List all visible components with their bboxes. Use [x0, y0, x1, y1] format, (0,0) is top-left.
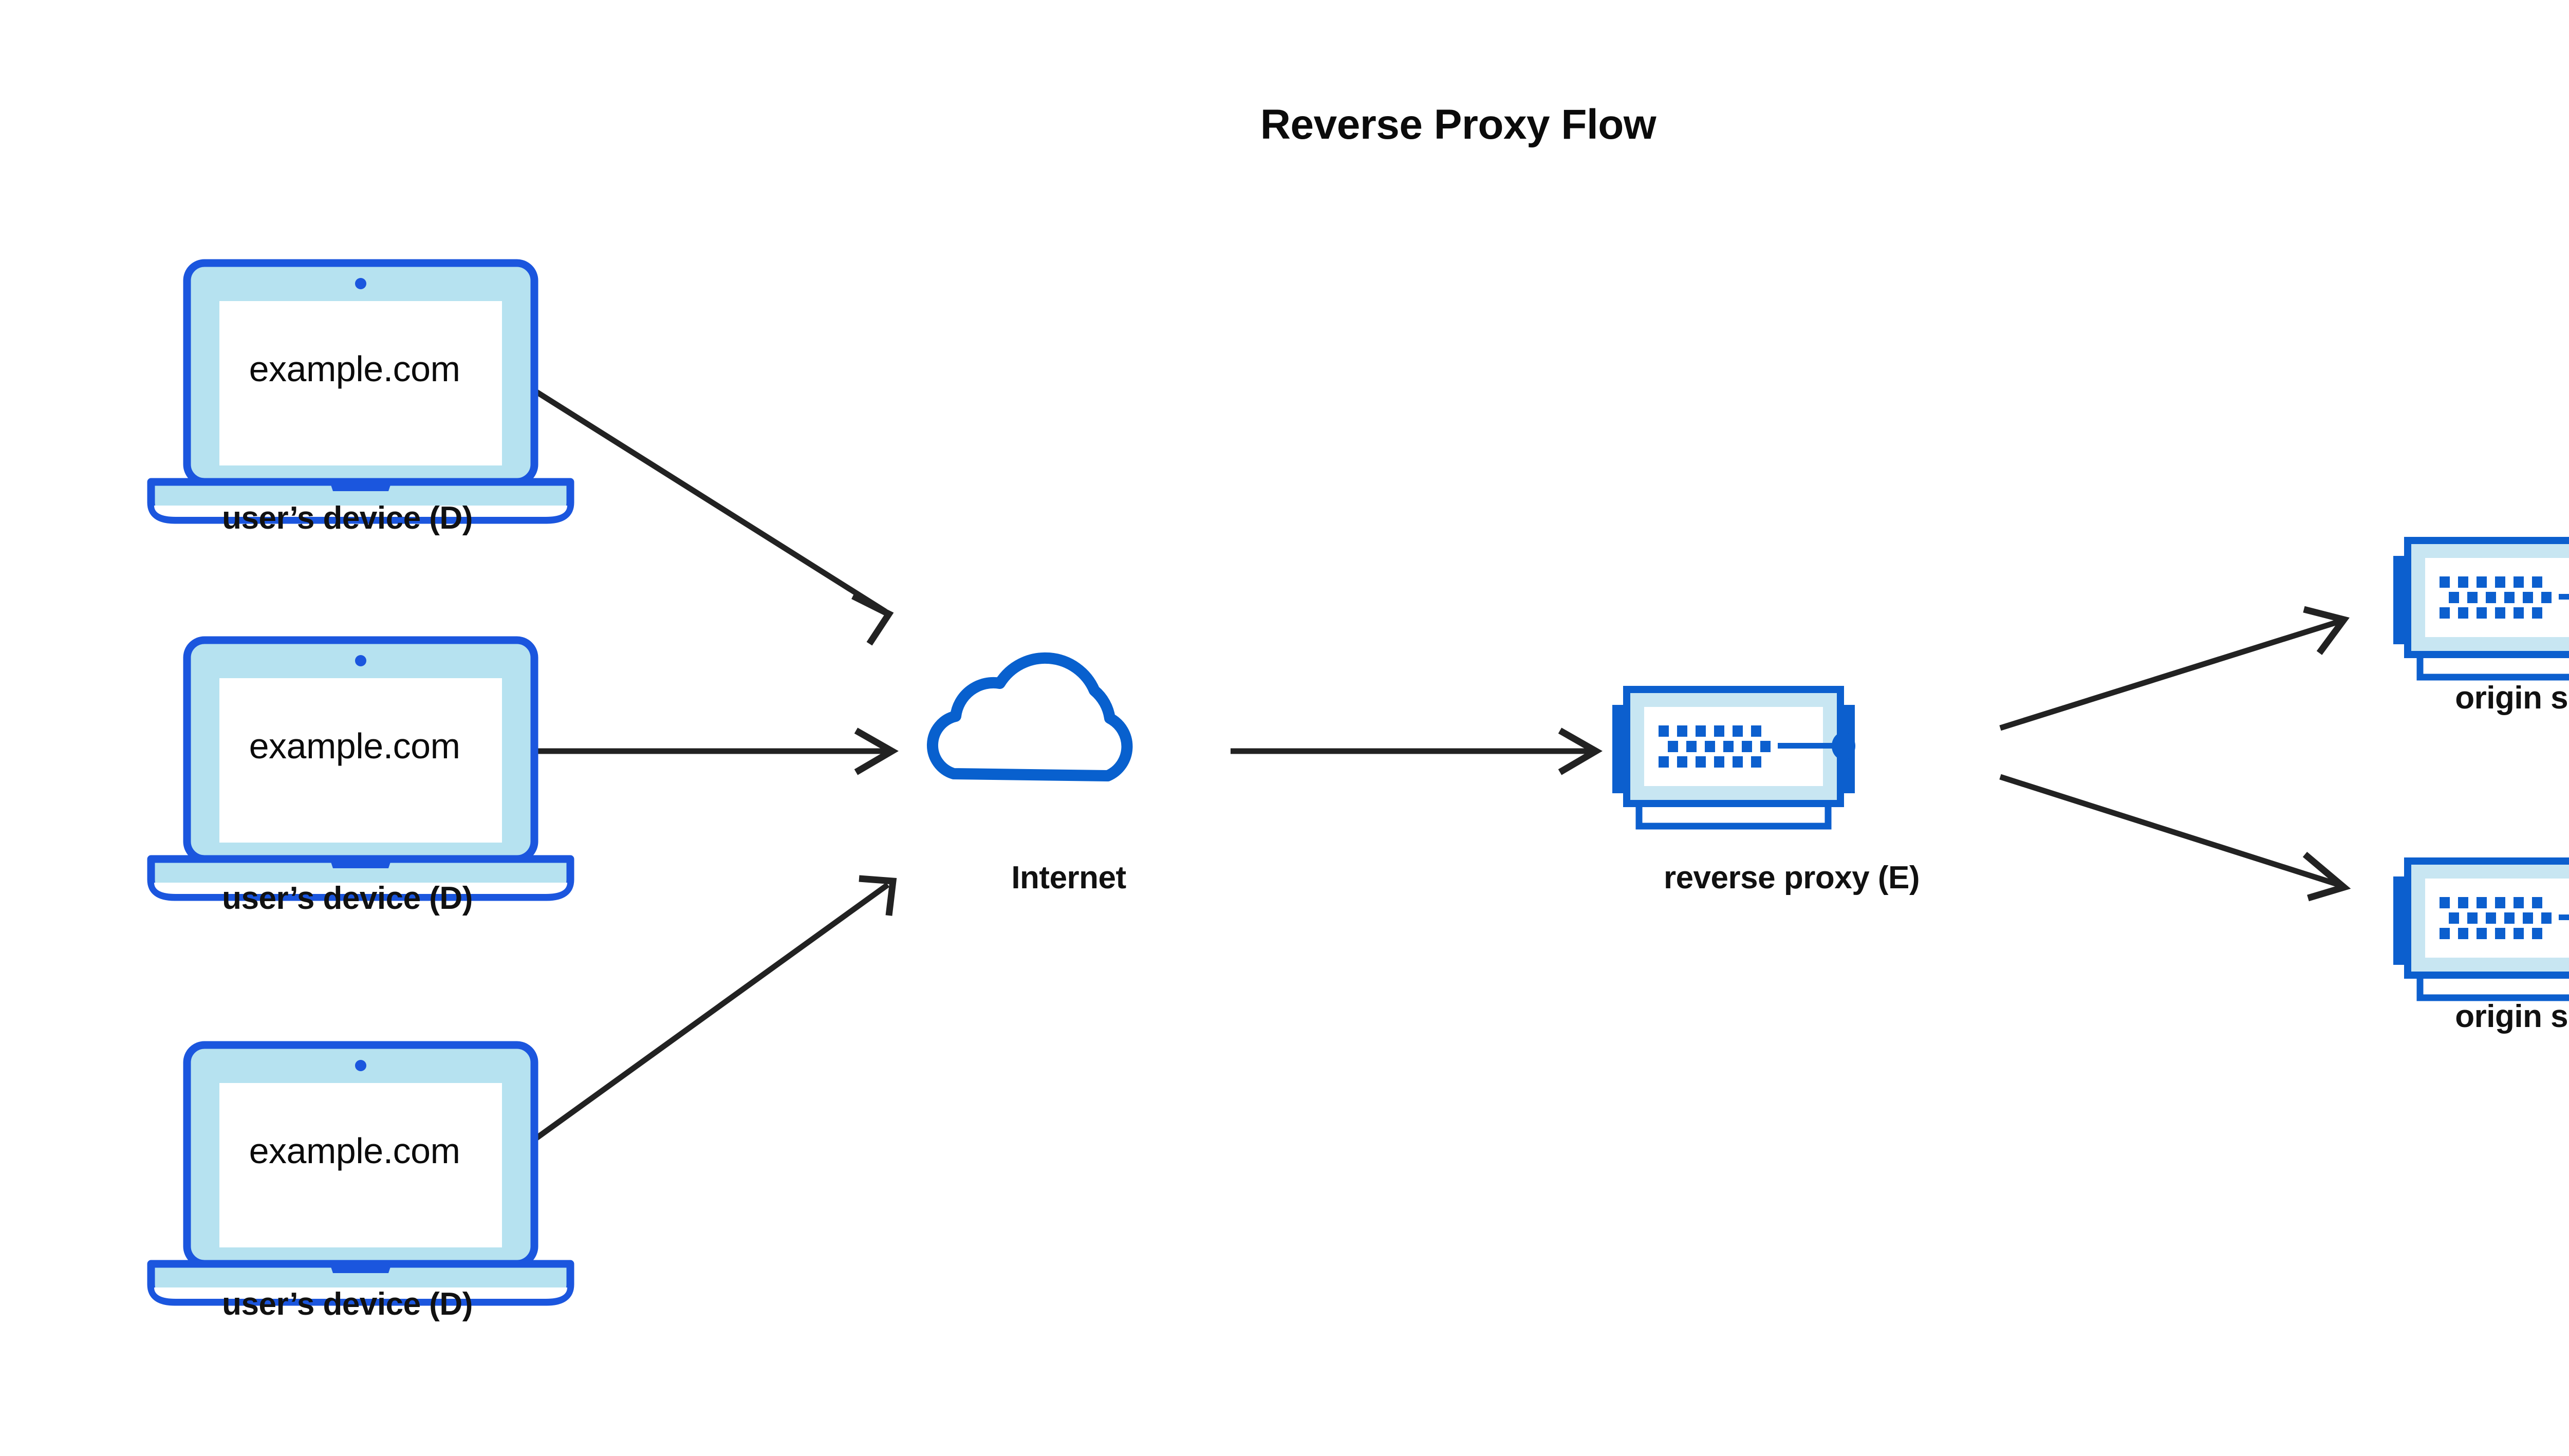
server-icon-origin-bottom: [2393, 861, 2569, 998]
edge-internet-to-reverse-proxy: [1231, 727, 1603, 775]
page-title: Reverse Proxy Flow: [1260, 101, 1656, 148]
server-led-reverse-proxy: [1832, 732, 1855, 760]
label-device-middle: user’s device (D): [222, 881, 473, 916]
device-screen-text-top: example.com: [249, 349, 460, 389]
device-screen-text-middle: example.com: [249, 726, 460, 766]
label-device-bottom: user’s device (D): [222, 1286, 473, 1322]
server-icon-reverse-proxy: [1612, 689, 1855, 826]
edge-reverse-proxy-to-origin-top: [1999, 606, 2350, 731]
laptop-icon-middle: [151, 640, 570, 897]
server-icon-origin-top: [2393, 540, 2569, 677]
edge-device-middle-to-internet: [514, 727, 899, 775]
edge-device-top-to-internet: [512, 375, 894, 646]
laptop-icon-top: [151, 263, 570, 520]
label-reverse-proxy: reverse proxy (E): [1663, 860, 1920, 895]
label-origin-bottom: origin server (F): [2455, 999, 2569, 1034]
edge-reverse-proxy-to-origin-bottom: [1999, 774, 2351, 902]
laptop-icon-bottom: [151, 1045, 570, 1302]
label-internet: Internet: [1011, 860, 1126, 895]
device-screen-text-bottom: example.com: [249, 1131, 460, 1171]
label-device-top: user’s device (D): [222, 500, 473, 536]
cloud-icon: [933, 658, 1127, 776]
edge-device-bottom-to-internet: [512, 875, 897, 1157]
label-origin-top: origin server (F): [2455, 680, 2569, 716]
